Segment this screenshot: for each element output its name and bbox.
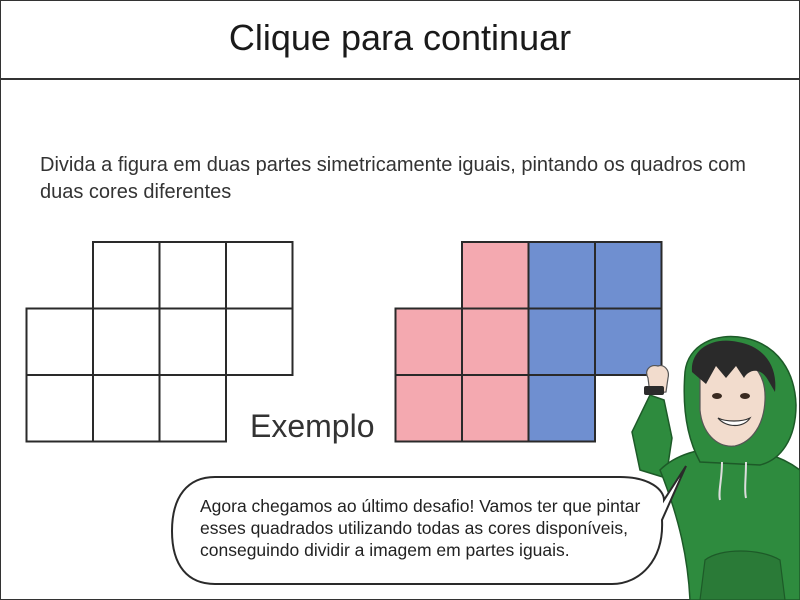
example-cell-pink <box>461 241 530 310</box>
example-cell-pink <box>461 307 530 376</box>
puzzle-cell[interactable] <box>225 241 294 310</box>
instruction-text: Divida a figura em duas partes simetrica… <box>40 154 746 203</box>
puzzle-cell[interactable] <box>158 307 227 376</box>
example-cell-pink <box>394 374 463 443</box>
character-figure <box>631 335 800 600</box>
puzzle-cell[interactable] <box>92 374 161 443</box>
speech-bubble-text: Agora chegamos ao último desafio! Vamos … <box>200 496 641 560</box>
puzzle-cell[interactable] <box>92 241 161 310</box>
example-cell-pink <box>461 374 530 443</box>
example-label: Exemplo <box>250 408 375 444</box>
puzzle-cell[interactable] <box>158 374 227 443</box>
continue-header-button[interactable]: Clique para continuar <box>0 0 800 80</box>
puzzle-cell[interactable] <box>225 307 294 376</box>
puzzle-cell[interactable] <box>25 374 94 443</box>
continue-title: Clique para continuar <box>228 17 572 58</box>
example-cell-blue <box>594 307 663 376</box>
example-cell-pink <box>394 307 463 376</box>
example-cell-blue <box>527 374 596 443</box>
